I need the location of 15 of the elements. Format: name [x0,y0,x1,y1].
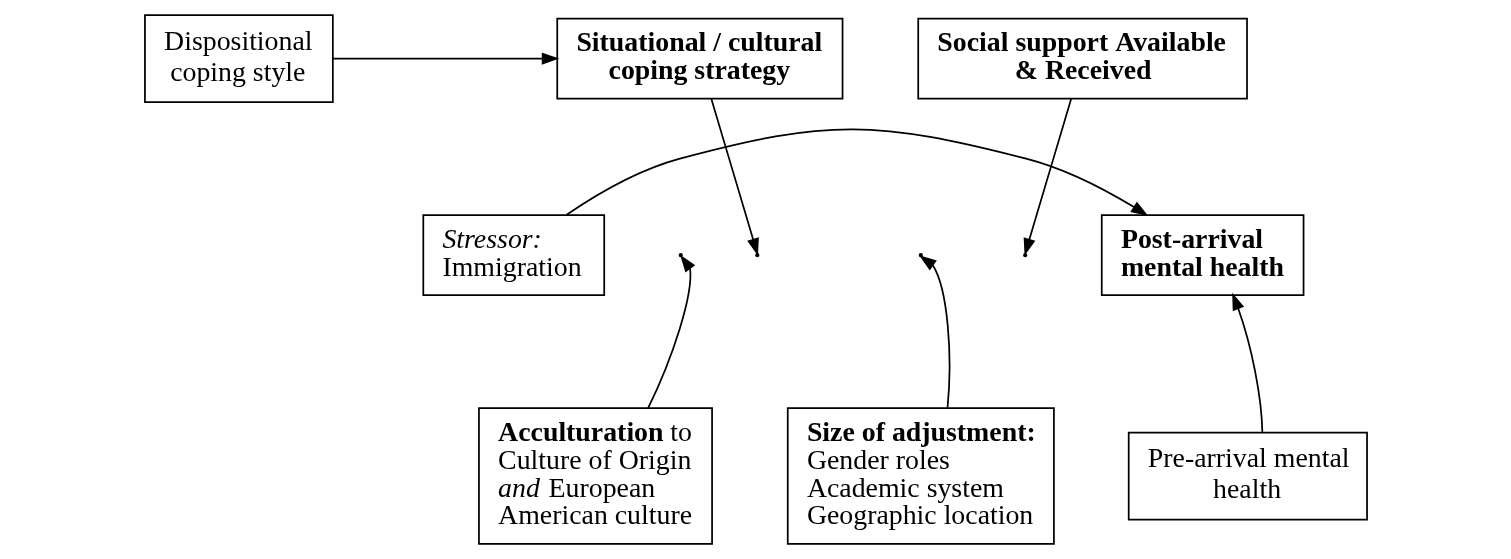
node-box: Acculturation to Culture of Origin and European American culture [477,407,713,545]
node-box: Stressor: Immigration [421,214,605,297]
arrow [646,254,695,410]
node-box: Social support Available & Received [916,17,1248,100]
arrow [710,98,759,256]
arrow [331,52,559,65]
node-box: Dispositional coping style [143,14,334,103]
arrow [918,255,950,409]
node-box: Post-arrival mental health [1100,214,1304,297]
arrow [565,128,1148,217]
arrow [1023,98,1072,256]
arrow [1231,292,1263,433]
node-box: Situational / cultural coping strategy [555,17,843,100]
node-box: Size of adjustment: Gender roles Academic system Geographic location [786,407,1055,545]
node-box: Pre-arrival mental health [1127,431,1368,521]
